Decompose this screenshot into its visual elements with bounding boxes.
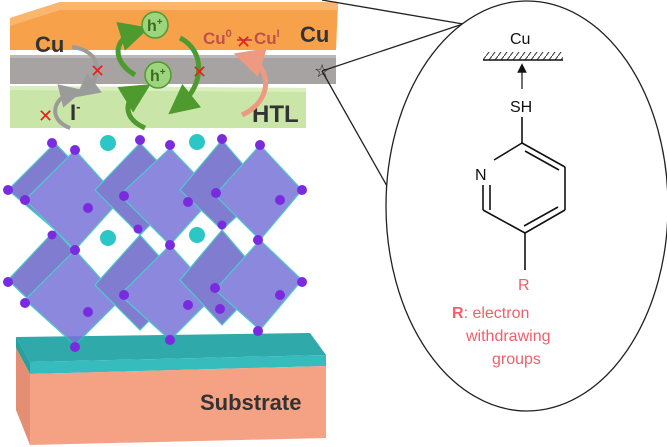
hole-top: h+ (141, 11, 169, 39)
nitrogen-label: N (475, 167, 487, 184)
cu0-label: Cu0 (203, 28, 232, 48)
svg-text:h+: h+ (150, 67, 166, 85)
oxidation-arrow (233, 48, 269, 118)
cu-layer: Cu (10, 2, 338, 50)
legend-line-2: withdrawing (465, 328, 550, 345)
blocked-cu-diffusion-icon: ✕ (90, 61, 105, 82)
cu-surface-hatch (483, 52, 563, 60)
inset-ellipse (385, 0, 667, 412)
substrate-label: Substrate (200, 390, 301, 415)
cu-layer-label: Cu (300, 22, 329, 47)
molecule-structure: Cu SH N R (475, 31, 566, 294)
thiol-label: SH (510, 99, 532, 116)
legend-line-3: groups (492, 351, 541, 368)
blocked-iodide-diffusion-icon: ✕ (38, 106, 53, 127)
hole-mid: h+ (144, 61, 172, 89)
callout-lines (321, 0, 464, 187)
cuI-label: CuI (254, 28, 280, 48)
substituent-legend: R: electron withdrawing groups (452, 305, 550, 368)
perovskite-lattice (3, 134, 307, 352)
legend-line-1: R: electron (452, 305, 529, 322)
cu-diffusion-label: Cu (35, 32, 64, 57)
cu-surface-label: Cu (510, 31, 530, 48)
blocked-oxidation-icon: ✕ (236, 32, 251, 53)
substrate-layer: Substrate (16, 333, 326, 445)
htl-label: HTL (252, 101, 299, 128)
svg-text:h+: h+ (147, 17, 163, 35)
hole-transfer-arrows (115, 21, 202, 131)
substituent-label: R (518, 277, 530, 294)
cu-iodide-diffusion-arrows (53, 45, 102, 130)
blocked-hole-transfer-icon: ✕ (192, 62, 207, 83)
interlayer: ☆ (10, 55, 336, 84)
